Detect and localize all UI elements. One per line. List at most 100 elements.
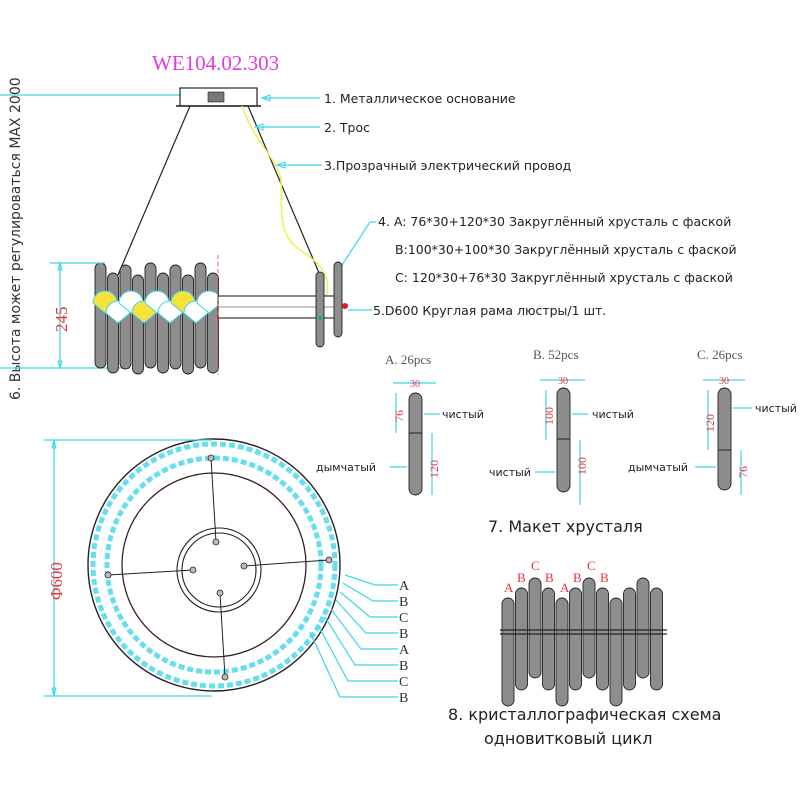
callout-leaders <box>253 94 376 311</box>
crystal-ring-outer <box>90 441 338 689</box>
crystal-b-bottom-len: 100 <box>575 457 589 475</box>
ring-leader-line <box>342 582 398 602</box>
pattern-label: C <box>587 558 596 573</box>
suspension-cable-right <box>247 105 323 281</box>
side-view-right-crystals <box>315 261 348 348</box>
crystal-ring-inner <box>104 455 324 675</box>
crystal-type-a <box>390 382 440 496</box>
crystal-a-top-label: чистый <box>442 408 484 421</box>
ring-label: C <box>399 675 408 690</box>
crystal-a-width: 30 <box>410 379 420 390</box>
callout-1: 1. Металлическое основание <box>324 91 516 106</box>
pattern-caption-line1: 8. кристаллографическая схема <box>448 705 721 724</box>
ceiling-base <box>176 87 261 107</box>
height-dimension-label: 245 <box>52 307 71 333</box>
crystal-type-b <box>535 379 588 505</box>
crystal-b-bottom-label: чистый <box>489 466 531 479</box>
side-crystal <box>157 272 169 374</box>
callout-5: 5.D600 Круглая рама люстры/1 шт. <box>373 303 606 318</box>
diameter-dimension <box>44 439 212 697</box>
ring-leader-line <box>335 599 398 634</box>
crystal-type-c-title: C. 26pcs <box>697 347 743 362</box>
ring-label: A <box>399 643 410 658</box>
ring-leader-line <box>324 616 398 666</box>
model-number: WE104.02.303 <box>152 51 279 75</box>
pattern-label: A <box>504 580 514 595</box>
outer-ring <box>87 438 341 692</box>
side-crystal <box>182 274 194 375</box>
diameter-dimension-label: Φ600 <box>47 562 66 600</box>
ring-label: B <box>399 691 408 706</box>
crystal-c-bottom-label: дымчатый <box>628 461 688 474</box>
crystal-a-bottom-label: дымчатый <box>316 461 376 474</box>
crystal-pattern <box>500 577 667 707</box>
pattern-crystal <box>528 577 542 679</box>
pattern-crystal <box>609 597 623 707</box>
side-crystal <box>107 272 119 374</box>
pattern-crystal <box>515 587 528 691</box>
ring-leader-line <box>309 631 398 698</box>
ring-label: A <box>399 579 410 594</box>
ring-labels: A B C B A B C B <box>399 579 410 706</box>
callout-4a: 4. A: 76*30+120*30 Закруглённый хрусталь… <box>378 214 731 229</box>
side-crystal <box>94 262 107 369</box>
pattern-label: C <box>531 558 540 573</box>
height-dimension <box>50 261 105 370</box>
pattern-crystal <box>542 587 555 691</box>
crystal-b-width: 30 <box>558 376 568 387</box>
canopy-ring-outer <box>176 527 262 613</box>
callout-3: 3.Прозрачный электрический провод <box>324 158 571 173</box>
pattern-label: A <box>560 580 570 595</box>
top-view <box>87 438 341 692</box>
suspension-cable-left <box>117 105 191 276</box>
pattern-label: B <box>545 570 554 585</box>
crystal-c-top-label: чистый <box>755 402 797 415</box>
ring-leaders <box>309 574 398 698</box>
callout-2: 2. Трос <box>324 120 370 135</box>
pattern-crystal <box>623 587 636 691</box>
pattern-crystal <box>569 587 582 691</box>
pattern-caption-line2: одновитковый цикл <box>484 729 652 748</box>
pattern-crystal <box>596 587 609 691</box>
spokes <box>107 457 330 678</box>
frame-ring <box>121 472 307 658</box>
crystal-a-top-len: 76 <box>392 410 406 422</box>
callout-4b: B:100*30+100*30 Закруглённый хрусталь с … <box>395 242 737 257</box>
ring-leader-line <box>344 574 398 586</box>
pattern-crystal <box>501 597 515 707</box>
crystal-type-c <box>695 379 752 495</box>
canopy-ring-inner <box>181 532 257 608</box>
crystal-type-a-title: A. 26pcs <box>385 352 431 367</box>
side-crystal <box>132 274 144 375</box>
pattern-crystal <box>636 577 650 679</box>
crystal-c-bottom-len: 76 <box>736 466 750 478</box>
crystal-pattern-labels: A B C B A B C B <box>504 558 609 595</box>
ring-label: C <box>399 611 408 626</box>
height-note: 6. Высота может регулироваться MAX 2000 <box>8 77 24 400</box>
ring-leader-line <box>317 624 398 682</box>
crystal-a-bottom-len: 120 <box>427 460 441 478</box>
pattern-crystal <box>555 597 569 707</box>
crystal-layout-title: 7. Макет хрусталя <box>488 517 643 536</box>
crystal-b-top-label: чистый <box>592 408 634 421</box>
crystal-c-width: 30 <box>719 376 729 387</box>
spoke-joints <box>104 454 333 681</box>
pattern-label: B <box>517 570 526 585</box>
pattern-crystal <box>582 577 596 679</box>
ring-label: B <box>399 659 408 674</box>
side-view-crystal-cluster <box>92 262 222 375</box>
crystal-c-top-len: 120 <box>703 414 717 432</box>
pattern-label: B <box>600 570 609 585</box>
ring-label: B <box>399 627 408 642</box>
ring-leader-line <box>330 608 398 650</box>
ring-leader-line <box>339 591 398 618</box>
electric-wire <box>241 105 329 306</box>
ring-label: B <box>399 595 408 610</box>
pattern-crystal <box>650 587 663 691</box>
callout-4c: C: 120*30+76*30 Закруглённый хрусталь с … <box>395 270 733 285</box>
side-crystal <box>207 272 219 374</box>
crystal-type-b-title: B. 52pcs <box>533 347 579 362</box>
crystal-b-top-len: 100 <box>542 407 556 425</box>
pattern-label: B <box>573 570 582 585</box>
